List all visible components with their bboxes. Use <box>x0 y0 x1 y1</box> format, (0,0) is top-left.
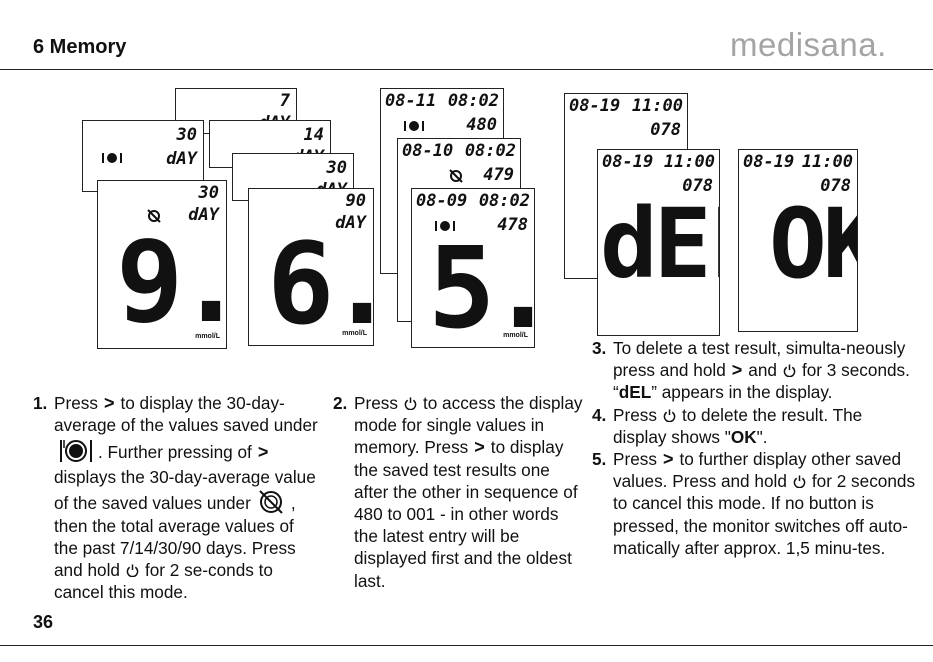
lcd-value: 6.3 <box>267 220 373 346</box>
lcd-display-entry-478: 08-09 08:02 478 5.4 mmol/L <box>411 188 535 348</box>
power-icon <box>793 471 806 489</box>
page-number: 36 <box>33 612 54 632</box>
lcd-text-del: dEL <box>600 188 719 300</box>
power-icon <box>126 560 139 578</box>
chevron-right-icon: > <box>103 393 115 413</box>
lcd-display-ok: 08-19 11:00 078 OK <box>738 149 858 332</box>
meal-icon <box>403 119 425 138</box>
lcd-display-90-day: 90 dAY 6.3 mmol/L <box>248 188 374 346</box>
step-1: 1. Press>to display the 30-day-average o… <box>33 393 318 603</box>
lcd-display-30-day-no-meal: 30 dAY 9.4 mmol/L <box>97 180 227 349</box>
bottom-rule <box>0 645 933 646</box>
meal-icon <box>101 151 123 168</box>
no-meal-icon <box>146 209 162 228</box>
power-icon <box>783 360 796 378</box>
page-title: 6 Memory <box>33 36 127 58</box>
lcd-text-ok: OK <box>769 188 857 300</box>
step-1-column: 1. Press>to display the 30-day-average o… <box>33 392 318 603</box>
chevron-right-icon: > <box>257 442 269 463</box>
lcd-value: 5.4 <box>428 224 534 348</box>
chevron-right-icon: > <box>474 437 485 458</box>
meal-icon <box>58 436 94 466</box>
power-icon <box>404 393 417 411</box>
brand-logo: medisana. <box>730 26 887 63</box>
top-rule <box>0 69 933 70</box>
lcd-display-del: 08-19 11:00 078 dEL <box>597 149 720 336</box>
no-meal-icon <box>257 489 285 515</box>
step-3-5-column: 3. To delete a test result, simulta-neou… <box>592 337 917 559</box>
step-3: 3. To delete a test result, simulta-neou… <box>592 338 910 403</box>
step-5: 5. Press>to further display other saved … <box>592 449 916 558</box>
chevron-right-icon: > <box>731 360 743 381</box>
power-icon <box>663 405 676 422</box>
no-meal-icon <box>448 169 464 188</box>
lcd-value: 9.4 <box>116 218 226 348</box>
chevron-right-icon: > <box>662 449 674 470</box>
meal-icon <box>434 219 456 238</box>
